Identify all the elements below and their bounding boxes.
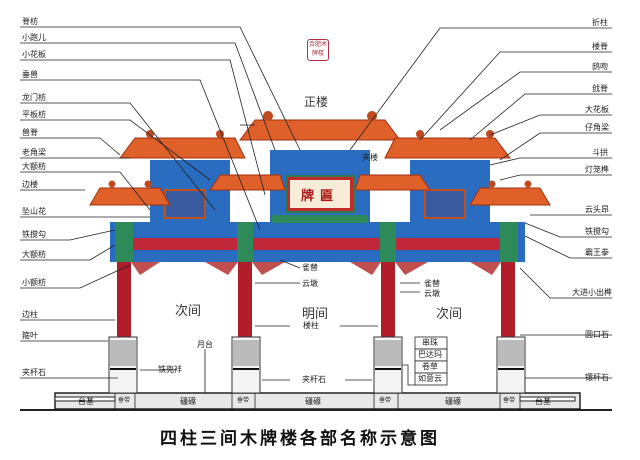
seal-stamp: 合肥木牌楼	[307, 39, 329, 61]
label-yue-tai: 月台	[197, 340, 213, 349]
label-chi-wen: 鸱吻	[592, 62, 608, 71]
label-jia-gan-shi-center: 夹杆石	[302, 375, 326, 384]
label-ba-da-ma: 巴达玛	[418, 350, 442, 359]
label-bian-lou: 边楼	[22, 180, 38, 189]
label-da-hua-ban: 大花板	[585, 105, 609, 114]
label-lou-zhu: 楼柱	[303, 321, 319, 330]
label-tai-ji-right: 台基	[535, 397, 551, 406]
label-chui-dai-1: 垂带	[118, 397, 131, 404]
label-que-ti-right: 雀替	[424, 279, 440, 288]
label-dou-gong: 斗拱	[592, 148, 608, 157]
label-chui-dai-4: 垂带	[503, 397, 516, 404]
label-jiang-ca-3: 礓礤	[445, 397, 461, 406]
label-jia-gan-shi-left: 夹杆石	[22, 368, 46, 377]
name-plaque: 牌匾	[285, 175, 355, 213]
diagram-title: 四柱三间木牌楼各部名称示意图	[160, 429, 440, 449]
label-tie-jiao-gou-right: 铁搅勾	[585, 227, 609, 236]
label-zhe-zhu: 折柱	[592, 18, 608, 27]
label-chui-dai-3: 垂带	[379, 397, 392, 404]
label-chui-shou: 垂兽	[22, 70, 38, 79]
label-tai-ji-left: 台基	[78, 397, 94, 406]
label-tie-jiao-gou-left: 铁搅勾	[22, 230, 46, 239]
label-center-bay: 明间	[302, 307, 329, 322]
label-shou-ji: 兽脊	[22, 128, 38, 137]
label-que-ti: 雀替	[302, 263, 318, 272]
label-ji-fang: 脊枋	[22, 17, 38, 26]
label-ba-wang-quan: 霸王拳	[585, 248, 609, 257]
label-bian-zhu: 边柱	[22, 310, 38, 319]
label-xiao-e-fang: 小额枋	[22, 278, 46, 287]
label-chuan-zhu: 串珠	[422, 338, 438, 347]
label-qiang-ji: 戗脊	[592, 84, 608, 93]
label-jiang-ca-1: 礓礤	[180, 397, 196, 406]
label-lao-jiao-liang: 老角梁	[22, 148, 46, 157]
label-xiang-gan-shi: 镶杆石	[585, 373, 609, 382]
label-yuan-kou-shi: 圆口石	[585, 330, 609, 339]
label-lou-ji: 楼脊	[592, 42, 608, 51]
label-da-e-fang-upper: 大额枋	[22, 162, 46, 171]
label-right-side-bay: 次间	[436, 307, 463, 322]
label-xiao-pao-er: 小跑儿	[22, 33, 46, 42]
label-gu-ye: 箍叶	[22, 331, 38, 340]
label-main-tower: 正楼	[304, 95, 329, 109]
label-deng-long-sun: 灯笼榫	[585, 165, 609, 174]
label-long-men-fang: 龙门枋	[22, 93, 46, 102]
label-da-e-fang-lower: 大额枋	[22, 250, 46, 259]
label-ping-ban-fang: 平板枋	[22, 110, 46, 119]
label-xiao-hua-ban: 小花板	[22, 50, 46, 59]
label-tie-dou-pan: 铁兜袢	[158, 365, 182, 374]
label-yun-dun-right: 云墩	[424, 289, 440, 298]
label-jia-lou: 夹楼	[362, 153, 378, 162]
label-zhui-shan-hua: 坠山花	[22, 207, 46, 216]
label-jiang-ca-2: 礓礤	[305, 397, 321, 406]
label-zi-jiao-liang: 仔角梁	[585, 123, 609, 132]
label-yun-tou-ang: 云头昂	[585, 205, 609, 214]
label-juan-cao: 卷草	[422, 362, 438, 371]
label-da-jin-xiao-chu-sun: 大进小出榫	[572, 288, 612, 297]
label-chui-dai-2: 垂带	[237, 397, 250, 404]
label-left-side-bay: 次间	[175, 304, 202, 319]
label-ru-yi-yun: 如意云	[418, 374, 442, 383]
label-yun-dun: 云墩	[302, 279, 318, 288]
